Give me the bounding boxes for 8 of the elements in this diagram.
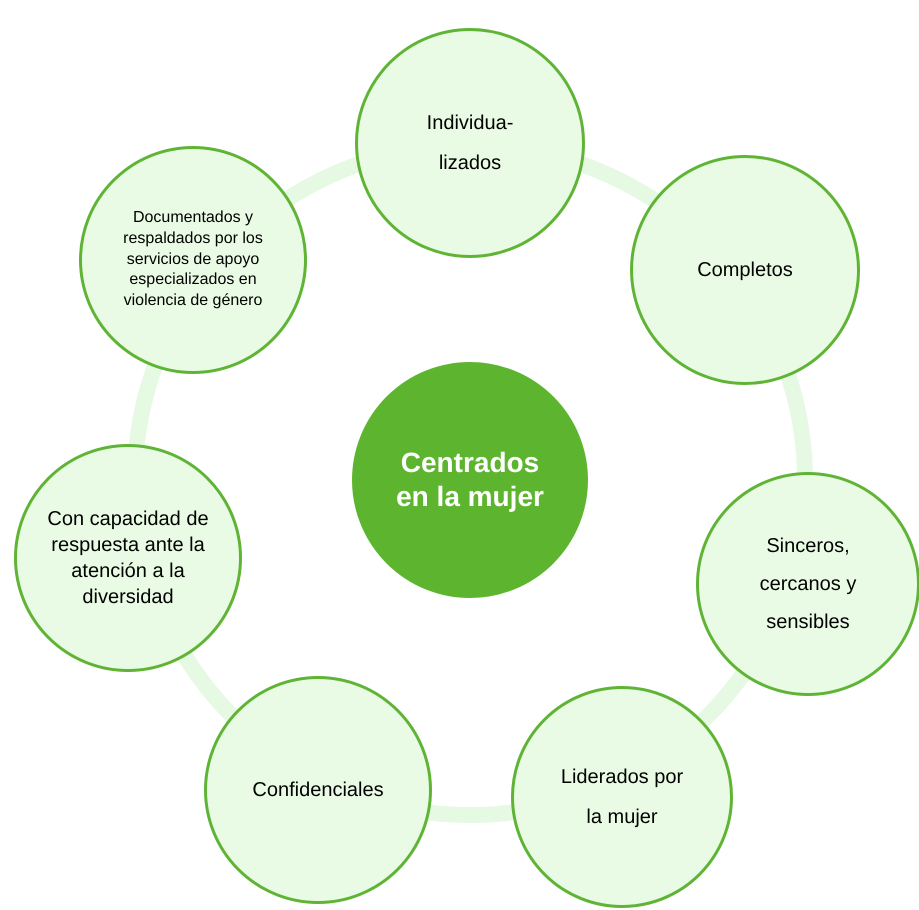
circle-label: Completos <box>696 258 794 283</box>
circle-label: Documentados y respaldados por los servicios de apoyo especializados en violencia de género <box>122 208 264 312</box>
circle-label: Centrados en la mujer <box>395 446 545 514</box>
circle-label: Liderados por la mujer <box>560 765 684 830</box>
circle-label: Sinceros, cercanos y sensibles <box>758 534 858 635</box>
circle-label: Individua- lizados <box>426 111 514 176</box>
circle-label: Confidenciales <box>251 778 385 803</box>
circle-label: Con capacidad de respuesta ante la atención a la diversidad <box>46 507 210 610</box>
